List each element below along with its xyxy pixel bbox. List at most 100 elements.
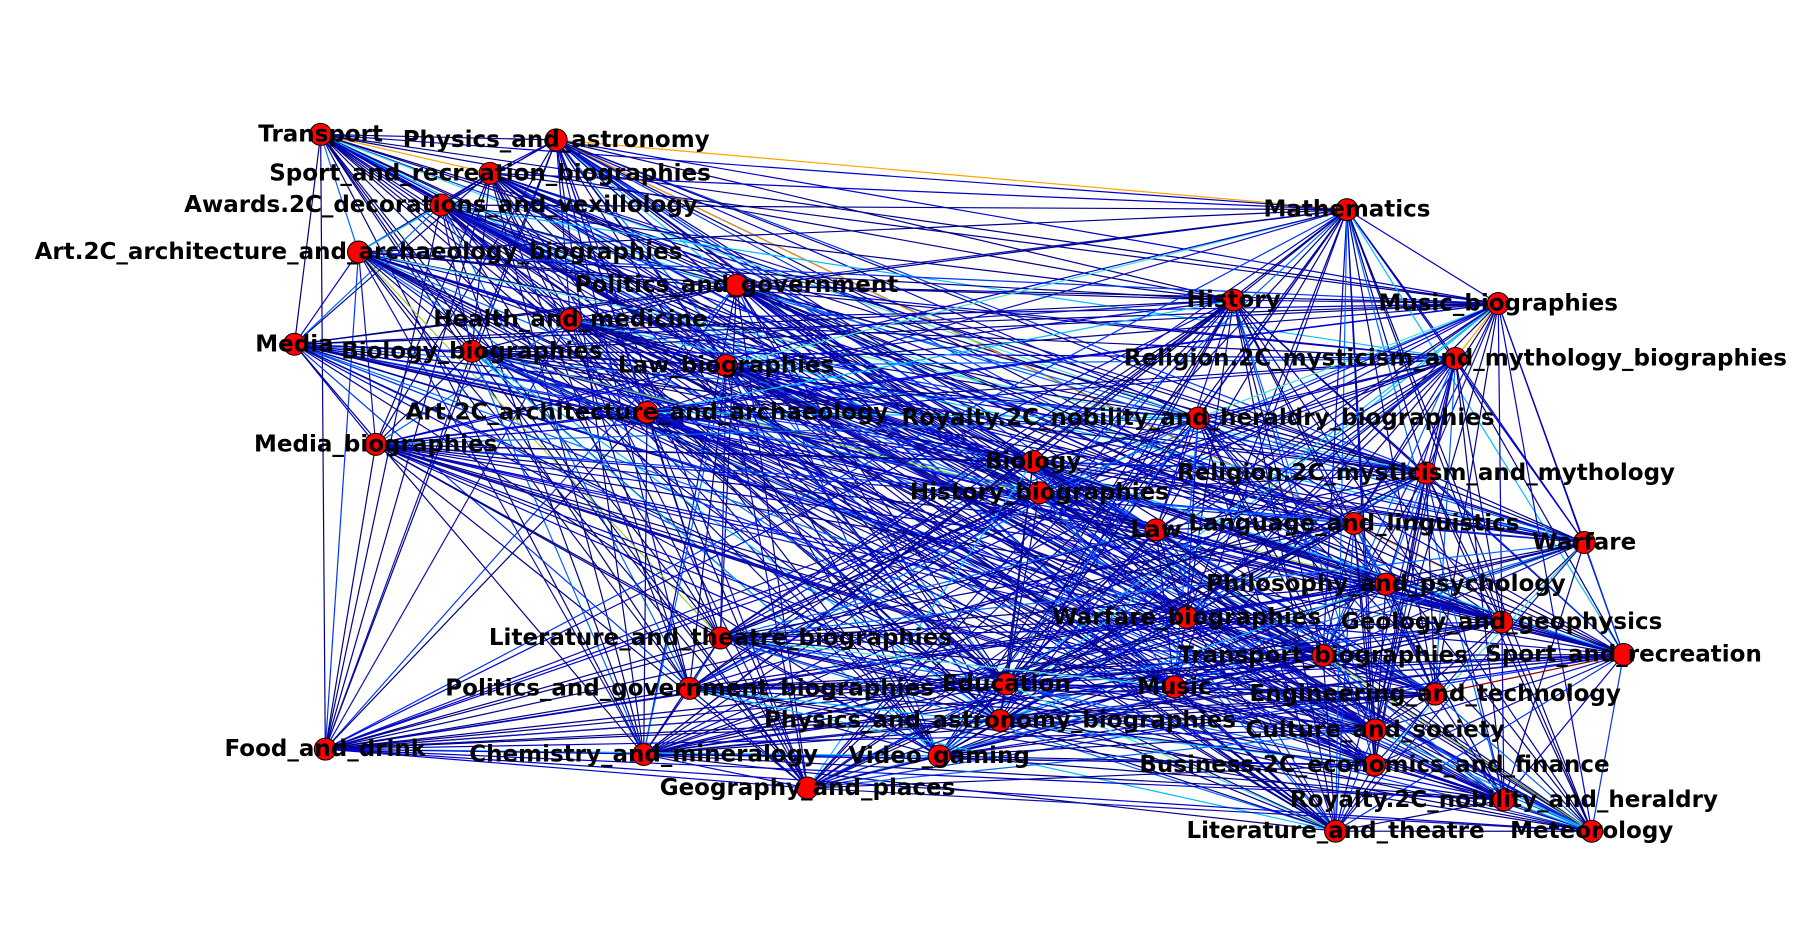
edge xyxy=(358,251,1234,301)
edge xyxy=(1006,621,1502,685)
node[interactable] xyxy=(1021,450,1045,474)
edge xyxy=(293,134,322,345)
node[interactable] xyxy=(1580,819,1604,843)
node[interactable] xyxy=(708,626,732,650)
node[interactable] xyxy=(678,676,702,700)
node[interactable] xyxy=(1186,406,1210,430)
edge xyxy=(325,693,1436,750)
edge xyxy=(688,365,727,689)
node-label: Mathematics xyxy=(1263,197,1430,223)
edge xyxy=(375,443,1376,731)
edge xyxy=(1186,300,1235,618)
edge xyxy=(643,522,1355,756)
edge xyxy=(325,357,1456,750)
node[interactable] xyxy=(1335,198,1359,222)
node[interactable] xyxy=(1443,347,1467,371)
edge xyxy=(1335,799,1505,832)
node-label: Media_biographies xyxy=(254,431,497,457)
node[interactable] xyxy=(1423,682,1447,706)
edge xyxy=(1374,621,1503,731)
edge xyxy=(689,654,1323,689)
node[interactable] xyxy=(429,193,453,217)
node[interactable] xyxy=(1144,518,1168,542)
node[interactable] xyxy=(635,400,659,424)
node[interactable] xyxy=(1162,675,1186,699)
node[interactable] xyxy=(364,432,388,456)
node[interactable] xyxy=(313,737,337,761)
node[interactable] xyxy=(347,240,371,264)
node[interactable] xyxy=(1374,572,1398,596)
edge xyxy=(720,529,1157,639)
node[interactable] xyxy=(994,672,1018,696)
edge xyxy=(643,541,1585,756)
edge xyxy=(294,343,1001,721)
node[interactable] xyxy=(1342,511,1366,535)
edge xyxy=(1032,461,1593,832)
edge xyxy=(320,133,1234,301)
edge xyxy=(570,318,1427,474)
node[interactable] xyxy=(1486,292,1510,316)
edge xyxy=(294,343,1336,832)
edge xyxy=(1497,303,1593,832)
node[interactable] xyxy=(927,744,951,768)
node[interactable] xyxy=(1324,819,1348,843)
node[interactable] xyxy=(988,708,1012,732)
edge xyxy=(1501,542,1585,623)
node[interactable] xyxy=(724,273,748,297)
edge xyxy=(720,616,1187,639)
node-label: Law_biographies xyxy=(618,352,834,378)
edge xyxy=(325,522,1354,750)
edge xyxy=(570,319,1040,494)
edge xyxy=(1374,693,1436,731)
edge xyxy=(646,299,1234,413)
edge xyxy=(1155,529,1175,688)
node[interactable] xyxy=(282,332,306,356)
node-label: History_biographies xyxy=(910,480,1169,506)
edge xyxy=(1033,461,1354,525)
node[interactable] xyxy=(1492,788,1516,812)
edge xyxy=(489,172,1624,656)
edge xyxy=(1156,522,1354,531)
edge xyxy=(726,357,1456,366)
node[interactable] xyxy=(1612,643,1636,667)
edge xyxy=(320,133,1348,211)
edge xyxy=(325,299,1234,750)
node[interactable] xyxy=(632,742,656,766)
edge xyxy=(471,350,727,366)
node[interactable] xyxy=(796,776,820,800)
edge xyxy=(375,443,1624,656)
edge xyxy=(1335,764,1375,832)
edge xyxy=(1373,472,1427,766)
edge xyxy=(938,299,1235,757)
node[interactable] xyxy=(478,161,502,185)
edge xyxy=(325,209,1348,750)
edge xyxy=(324,351,473,750)
edge xyxy=(720,637,1001,722)
node[interactable] xyxy=(1572,531,1596,555)
edge xyxy=(1503,654,1625,801)
node[interactable] xyxy=(558,308,582,332)
edge xyxy=(556,139,1499,305)
node-label: Media xyxy=(255,331,333,357)
node[interactable] xyxy=(1311,644,1335,668)
edge xyxy=(325,729,1376,750)
node[interactable] xyxy=(1414,461,1438,485)
edge xyxy=(1454,358,1585,543)
edge xyxy=(294,343,1007,685)
edge xyxy=(999,358,1456,721)
node[interactable] xyxy=(309,122,333,146)
node[interactable] xyxy=(1490,610,1514,634)
node[interactable] xyxy=(544,128,568,152)
edges-layer xyxy=(293,133,1625,832)
edge xyxy=(1353,522,1585,544)
edge xyxy=(375,302,1499,446)
node[interactable] xyxy=(714,353,738,377)
edge xyxy=(489,173,645,755)
node[interactable] xyxy=(1222,288,1246,312)
node[interactable] xyxy=(1363,718,1387,742)
node[interactable] xyxy=(1175,605,1199,629)
node[interactable] xyxy=(460,339,484,363)
node[interactable] xyxy=(1027,481,1051,505)
edge xyxy=(325,687,690,750)
node[interactable] xyxy=(1362,753,1386,777)
